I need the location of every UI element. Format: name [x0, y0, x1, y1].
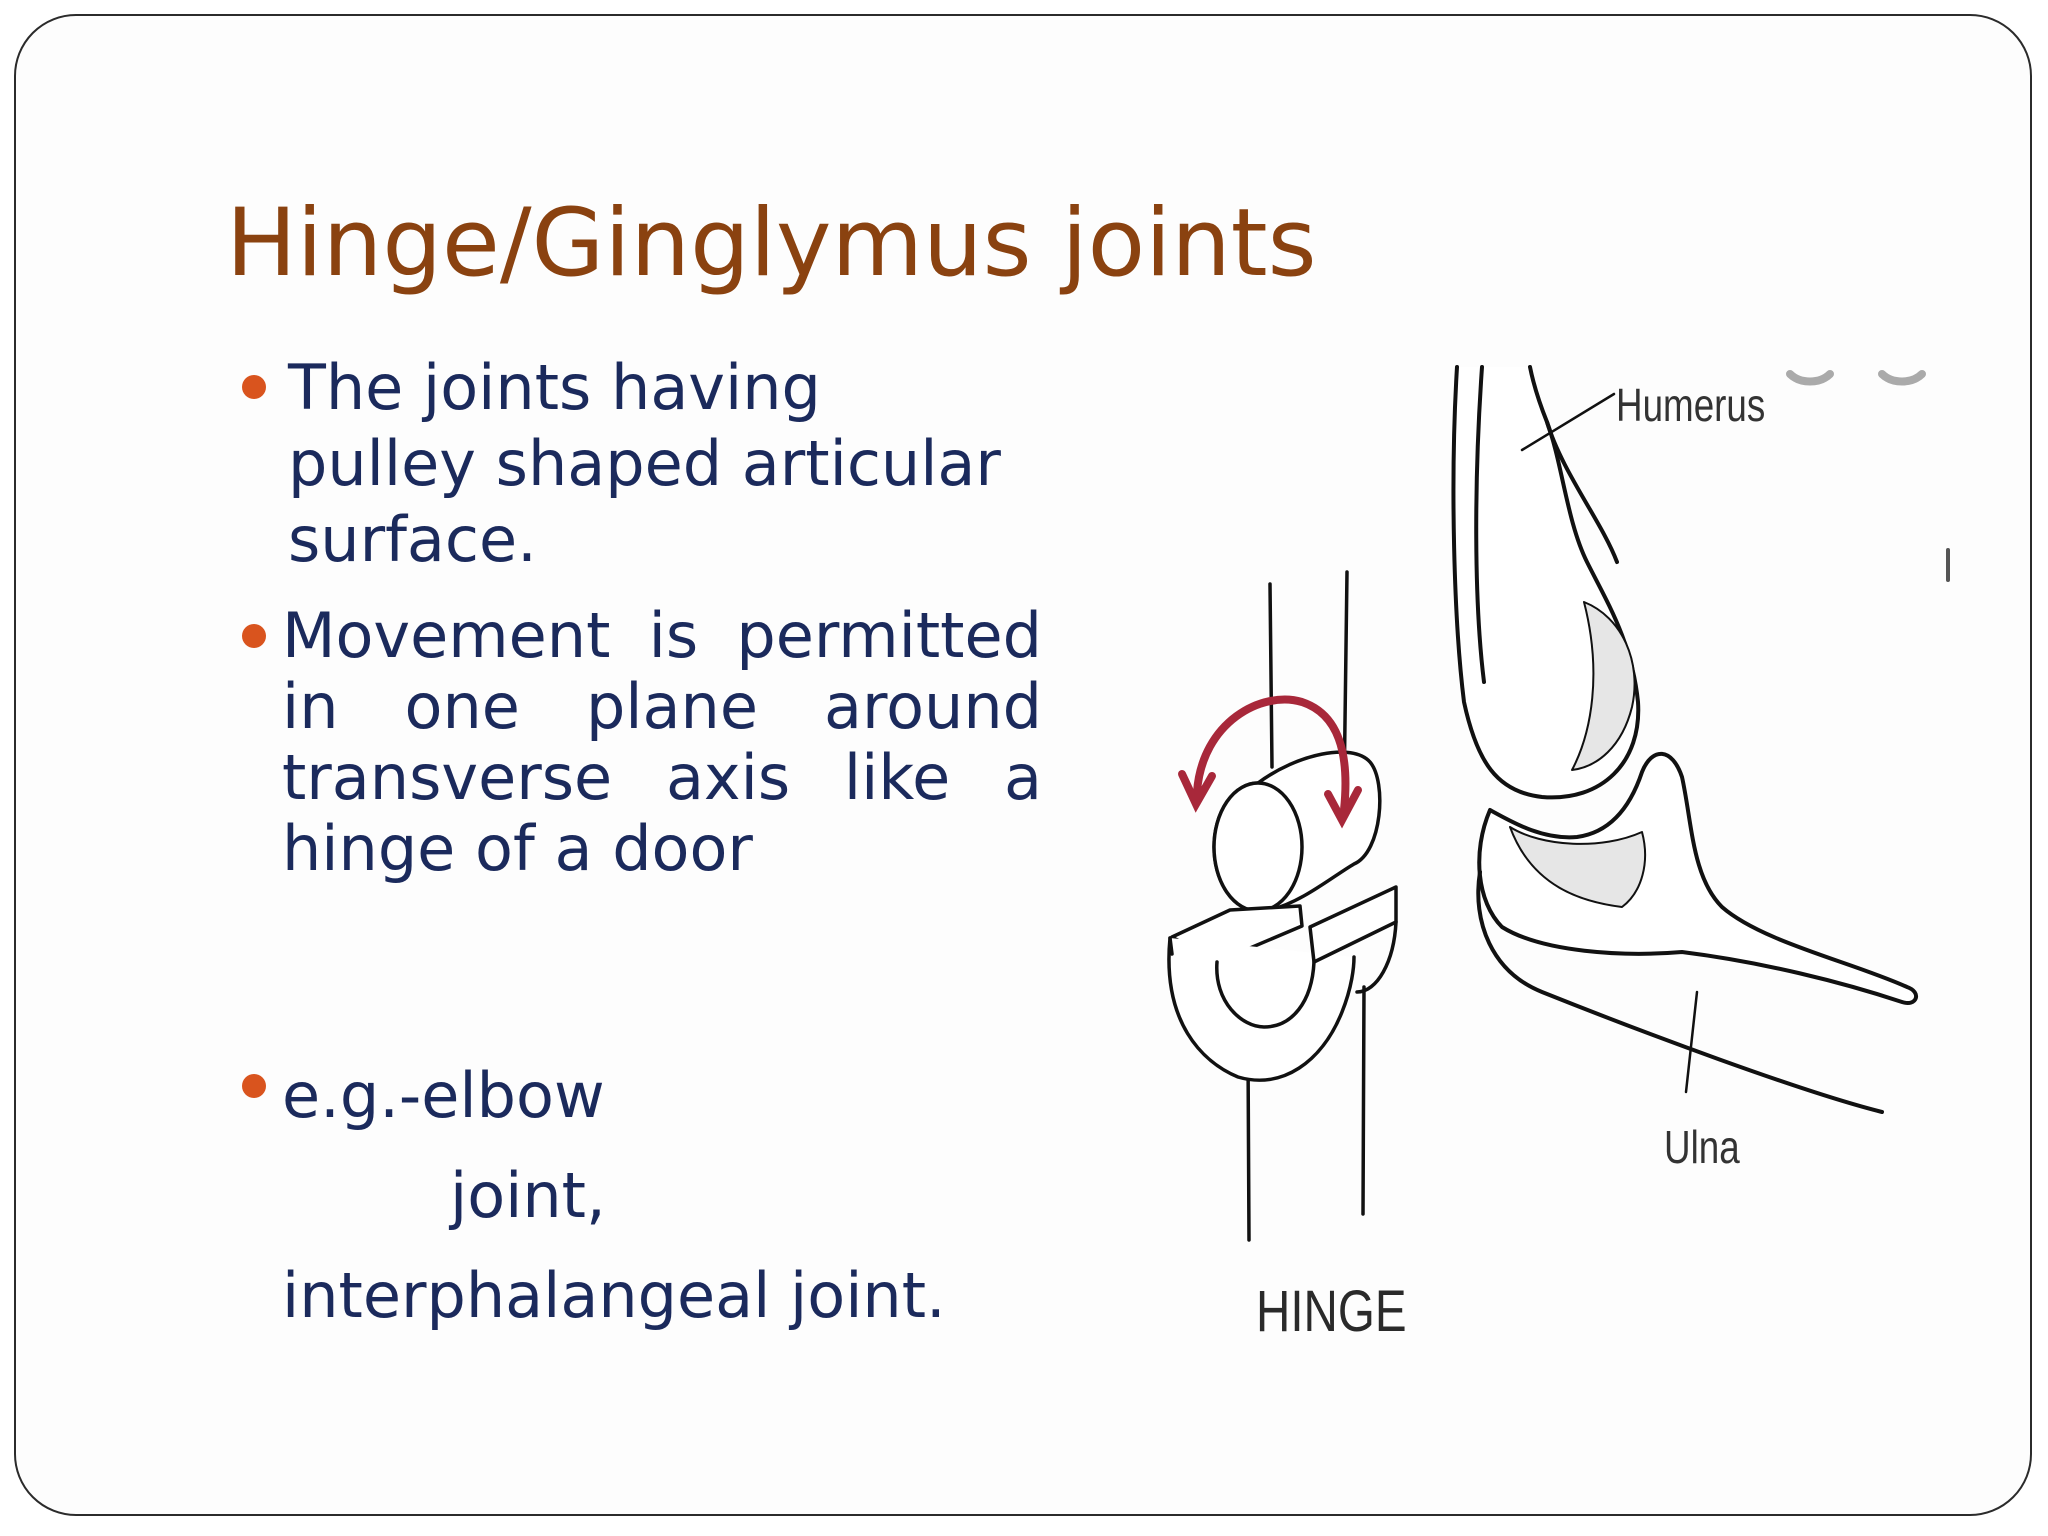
- bullet-line: transverse axis like a: [282, 741, 1042, 814]
- decorative-marks: [1786, 370, 1950, 582]
- hinge-diagram-svg: [1167, 365, 1950, 1242]
- bullet-dot-icon: [242, 624, 266, 648]
- bullet-line: surface.: [288, 503, 537, 576]
- bullet-dot-icon: [242, 1074, 266, 1098]
- bullet-item-3: e.g.-elbow joint, interphalangeal joint.: [282, 1046, 1042, 1346]
- bullet-line: joint,: [450, 1159, 606, 1232]
- ulna-bone: [1477, 751, 1918, 1005]
- ulna-leader-line: [1684, 990, 1699, 1094]
- hinge-guide-line: [1361, 985, 1366, 1216]
- rotation-arrow-icon: [1178, 695, 1362, 829]
- bullet-line: The joints having: [288, 351, 821, 424]
- bullet-line: interphalangeal joint.: [282, 1259, 946, 1332]
- hinge-guide-line: [1246, 1050, 1251, 1242]
- bullet-line: pulley shaped articular: [288, 427, 1001, 500]
- bullet-line: e.g.-elbow: [282, 1059, 605, 1132]
- hinge-guide-line: [1268, 582, 1274, 769]
- bullet-line: in one plane around: [282, 670, 1042, 743]
- hinge-label: HINGE: [1256, 1279, 1407, 1344]
- bullet-line: Movement is permitted: [282, 599, 1042, 672]
- humerus-leader-line: [1520, 392, 1616, 452]
- ulna-label: Ulna: [1664, 1121, 1740, 1173]
- hinge-cylinder: [1212, 750, 1382, 913]
- hinge-socket: [1167, 885, 1398, 1082]
- slide-title: Hinge/Ginglymus joints: [226, 189, 1317, 298]
- bullet-line: hinge of a door: [282, 812, 753, 885]
- bullet-item-2: Movement is permitted in one plane aroun…: [282, 600, 1042, 884]
- bullet-dot-icon: [242, 375, 266, 399]
- bullet-item-1: The joints having pulley shaped articula…: [288, 350, 1048, 578]
- elbow-bones: [1451, 365, 1918, 1114]
- humerus-label: Humerus: [1616, 379, 1766, 431]
- slide: Hinge/Ginglymus joints The joints having…: [14, 14, 2032, 1516]
